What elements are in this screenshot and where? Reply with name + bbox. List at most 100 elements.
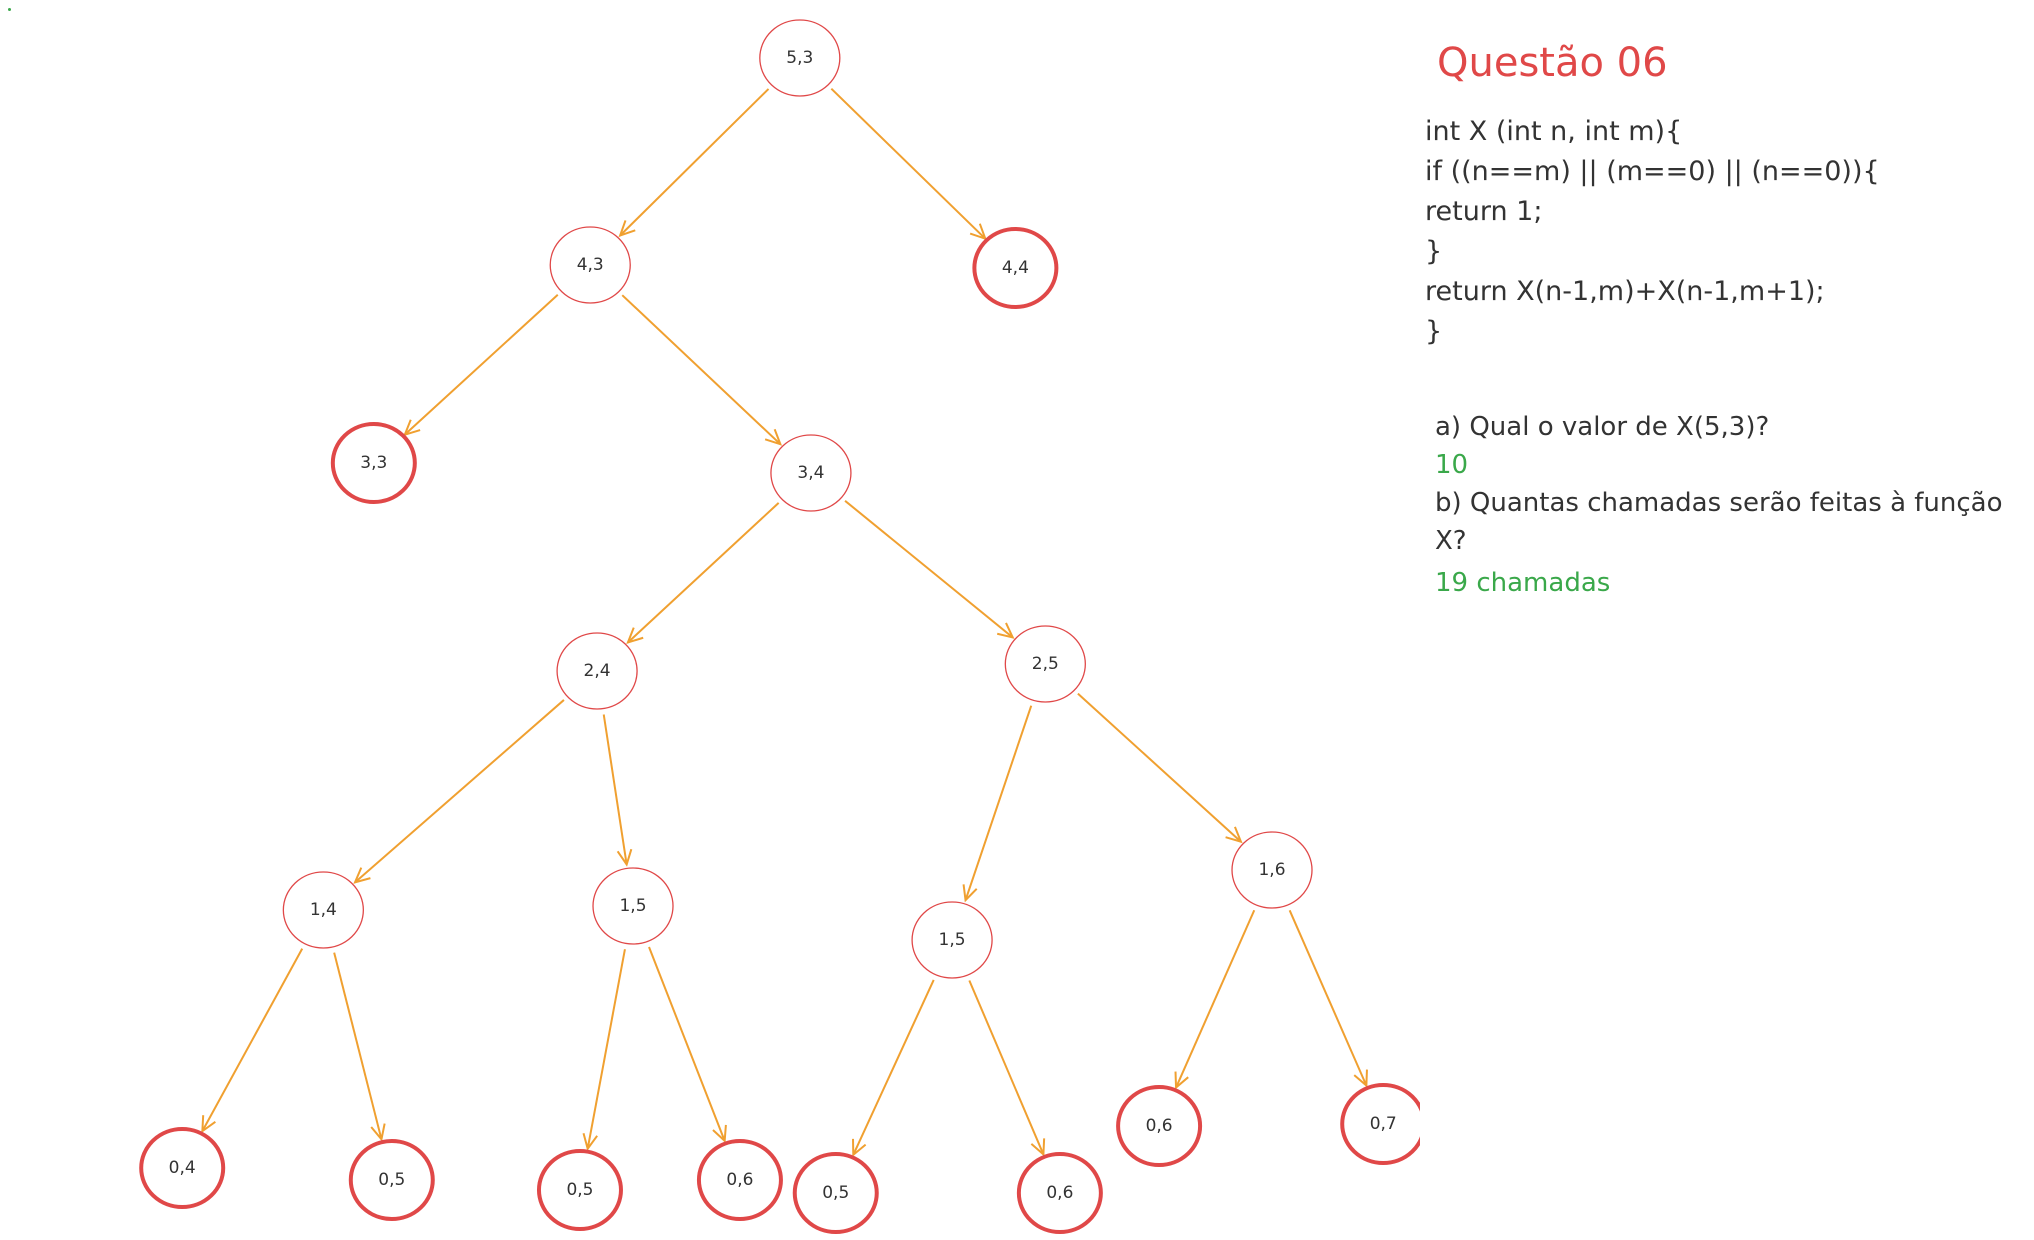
node-circle xyxy=(592,867,674,945)
node-circle xyxy=(759,19,841,97)
answer-a: 10 xyxy=(1435,450,1469,480)
tree-edge xyxy=(968,980,1045,1155)
node-circle xyxy=(549,226,631,304)
code-line: } xyxy=(1425,236,1443,267)
arrow-head xyxy=(353,867,371,884)
arrow-head xyxy=(1174,1071,1189,1090)
node-circle xyxy=(1016,1152,1103,1234)
node-circle xyxy=(330,422,417,504)
leaf-node: 0,5 xyxy=(348,1139,435,1221)
node-circle xyxy=(139,1127,226,1209)
node-circle xyxy=(1340,1083,1420,1165)
arrow-head xyxy=(852,1138,867,1157)
code-line: } xyxy=(1425,316,1443,347)
node-circle xyxy=(1004,625,1086,703)
leaf-node: 4,4 xyxy=(972,227,1059,309)
tree-edge xyxy=(648,946,726,1142)
arrow-head xyxy=(616,848,633,867)
call-node: 5,3 xyxy=(759,19,841,97)
arrow-head xyxy=(1353,1069,1368,1088)
node-label: 0,5 xyxy=(378,1170,405,1190)
node-label: 0,6 xyxy=(1146,1116,1173,1136)
tree-edge xyxy=(964,705,1033,901)
tree-edge xyxy=(1077,692,1242,843)
node-circle xyxy=(972,227,1059,309)
node-label: 1,6 xyxy=(1258,860,1285,880)
tree-edge xyxy=(586,949,626,1149)
answer-b: 19 chamadas xyxy=(1435,568,1611,598)
question-title: Questão 06 xyxy=(1437,40,1668,86)
arrow-head xyxy=(582,1133,598,1151)
node-label: 0,6 xyxy=(726,1170,753,1190)
tree-edge xyxy=(602,714,628,865)
leaf-node: 0,4 xyxy=(139,1127,226,1209)
leaf-node: 0,6 xyxy=(696,1139,783,1221)
question-b: b) Quantas chamadas serão feitas à funçã… xyxy=(1435,488,2003,556)
leaf-node: 0,6 xyxy=(1116,1085,1203,1167)
node-circle xyxy=(536,1149,623,1231)
call-node: 1,5 xyxy=(911,901,993,979)
node-circle xyxy=(911,901,993,979)
node-label: 0,7 xyxy=(1370,1114,1397,1134)
arrow-head xyxy=(201,1115,216,1134)
code-line: return X(n-1,m)+X(n-1,m+1); xyxy=(1425,276,1825,307)
node-label: 1,4 xyxy=(310,900,337,920)
arrow-head xyxy=(618,220,636,238)
tree-edge xyxy=(404,293,559,436)
tree-edge xyxy=(333,952,383,1140)
call-node: 1,5 xyxy=(592,867,674,945)
arrow-head xyxy=(1030,1138,1046,1157)
arrow-head xyxy=(712,1124,727,1144)
code-line: int X (int n, int m){ xyxy=(1425,116,1683,147)
node-label: 3,4 xyxy=(797,463,824,483)
node-label: 4,4 xyxy=(1002,258,1029,278)
node-label: 5,3 xyxy=(786,48,813,68)
node-circle xyxy=(1231,831,1313,909)
questions-and-answers: a) Qual o valor de X(5,3)? 10 b) Quantas… xyxy=(1435,408,2025,602)
node-label: 3,3 xyxy=(360,453,387,473)
node-label: 0,5 xyxy=(566,1180,593,1200)
node-circle xyxy=(556,632,638,710)
call-node: 3,4 xyxy=(770,434,852,512)
arrow-head xyxy=(996,622,1015,639)
tree-edge xyxy=(201,948,304,1132)
call-node: 2,5 xyxy=(1004,625,1086,703)
call-node: 1,6 xyxy=(1231,831,1313,909)
arrow-head xyxy=(764,428,783,446)
arrow-head xyxy=(370,1123,386,1142)
tree-edge xyxy=(830,87,986,240)
arrow-head xyxy=(1225,826,1243,844)
node-label: 0,6 xyxy=(1046,1183,1073,1203)
tree-edge xyxy=(621,294,782,445)
question-panel: Questão 06 int X (int n, int m){ if ((n=… xyxy=(1425,40,2025,602)
tree-nodes: 5,3 4,3 4,4 3,3 3,4 2,4 2,5 1,4 1,5 1,5 1,6 0,4 0,5 0… xyxy=(139,19,1420,1234)
tree-edge xyxy=(354,699,565,884)
arrow-head xyxy=(962,884,978,903)
recursion-tree-diagram: 5,3 4,3 4,4 3,3 3,4 2,4 2,5 1,4 1,5 1,5 1,6 0,4 0,5 0… xyxy=(139,19,1420,1234)
leaf-node: 3,3 xyxy=(330,422,417,504)
tree-edge xyxy=(852,979,935,1156)
code-block: int X (int n, int m){ if ((n==m) || (m==… xyxy=(1425,112,2025,352)
tree-edge xyxy=(844,500,1014,639)
tree-edge xyxy=(627,502,780,644)
leaf-node: 0,5 xyxy=(792,1152,879,1234)
arrow-head xyxy=(969,223,987,241)
node-label: 1,5 xyxy=(939,930,966,950)
node-label: 1,5 xyxy=(619,896,646,916)
code-line: return 1; xyxy=(1425,196,1543,227)
call-node: 2,4 xyxy=(556,632,638,710)
node-circle xyxy=(792,1152,879,1234)
node-circle xyxy=(282,871,364,949)
leaf-node: 0,7 xyxy=(1340,1083,1420,1165)
tree-edge xyxy=(1175,909,1256,1088)
node-circle xyxy=(1116,1085,1203,1167)
node-label: 2,4 xyxy=(584,661,611,681)
tree-edges xyxy=(201,87,1368,1157)
leaf-node: 0,5 xyxy=(536,1149,623,1231)
node-circle xyxy=(696,1139,783,1221)
node-label: 0,4 xyxy=(169,1158,196,1178)
node-circle xyxy=(348,1139,435,1221)
tree-edge xyxy=(1288,909,1368,1086)
arrow-head xyxy=(626,627,644,645)
call-node: 4,3 xyxy=(549,226,631,304)
